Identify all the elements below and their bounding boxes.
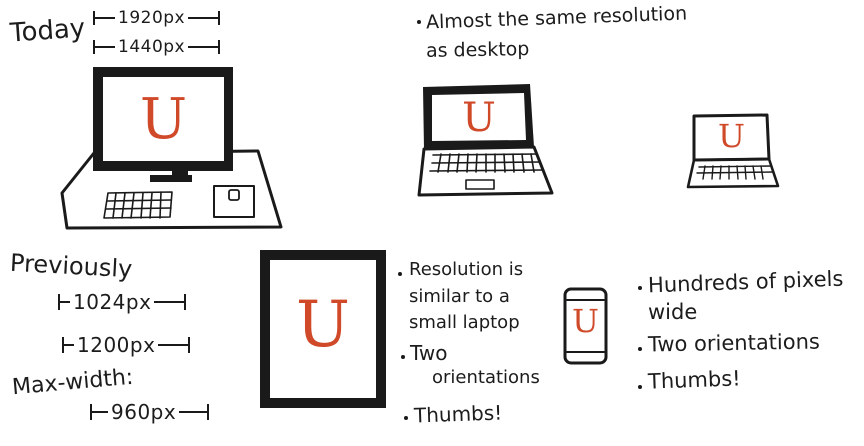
dimension-1200-value: 1200px <box>77 333 156 357</box>
bullet-dot <box>638 347 642 351</box>
tablet-logo: U <box>296 288 350 362</box>
bullet-dot <box>398 272 402 276</box>
bullet-dot <box>638 286 642 290</box>
tablet-note-2-line-2: orientations <box>432 367 540 388</box>
laptop-logo: U <box>462 95 496 141</box>
dimension-960-value: 960px <box>111 400 177 424</box>
desktop-keyboard <box>103 191 173 219</box>
small-laptop-base <box>686 157 780 189</box>
previously-label: Previously <box>9 248 133 284</box>
bullet-dot <box>404 416 408 420</box>
dimension-1440: 1440px <box>93 37 221 57</box>
phone-note-1-line-2: wide <box>648 300 698 324</box>
tablet-note-3: Thumbs! <box>413 400 503 428</box>
tablet-note-1-line-2: similar to a <box>409 286 510 307</box>
desktop-logo: U <box>139 87 188 152</box>
bullet-dot <box>401 355 405 359</box>
phone-note-3: Thumbs! <box>647 366 741 394</box>
desktop-mousepad <box>213 185 255 218</box>
dimension-1024: 1024px <box>58 290 187 314</box>
dimension-960: 960px <box>90 400 210 424</box>
laptop-base <box>417 145 554 197</box>
phone-frame <box>563 287 608 365</box>
dimension-1440-value: 1440px <box>118 37 186 57</box>
dimension-1920: 1920px <box>93 8 221 28</box>
laptop-note-line-2: as desktop <box>425 38 530 62</box>
tablet-note-1-line-1: Resolution is <box>409 259 524 280</box>
tablet-note-2-line-1: Two <box>410 341 448 365</box>
phone-note-2: Two orientations <box>647 329 821 357</box>
bullet-dot <box>417 20 421 24</box>
tablet-note-1-line-3: small laptop <box>409 312 520 333</box>
bullet-dot <box>638 385 642 389</box>
phone-logo: U <box>572 302 599 340</box>
small-laptop-logo: U <box>718 117 745 155</box>
dimension-1024-value: 1024px <box>73 290 152 314</box>
dimension-1200: 1200px <box>62 333 191 357</box>
dimension-1920-value: 1920px <box>118 8 186 28</box>
